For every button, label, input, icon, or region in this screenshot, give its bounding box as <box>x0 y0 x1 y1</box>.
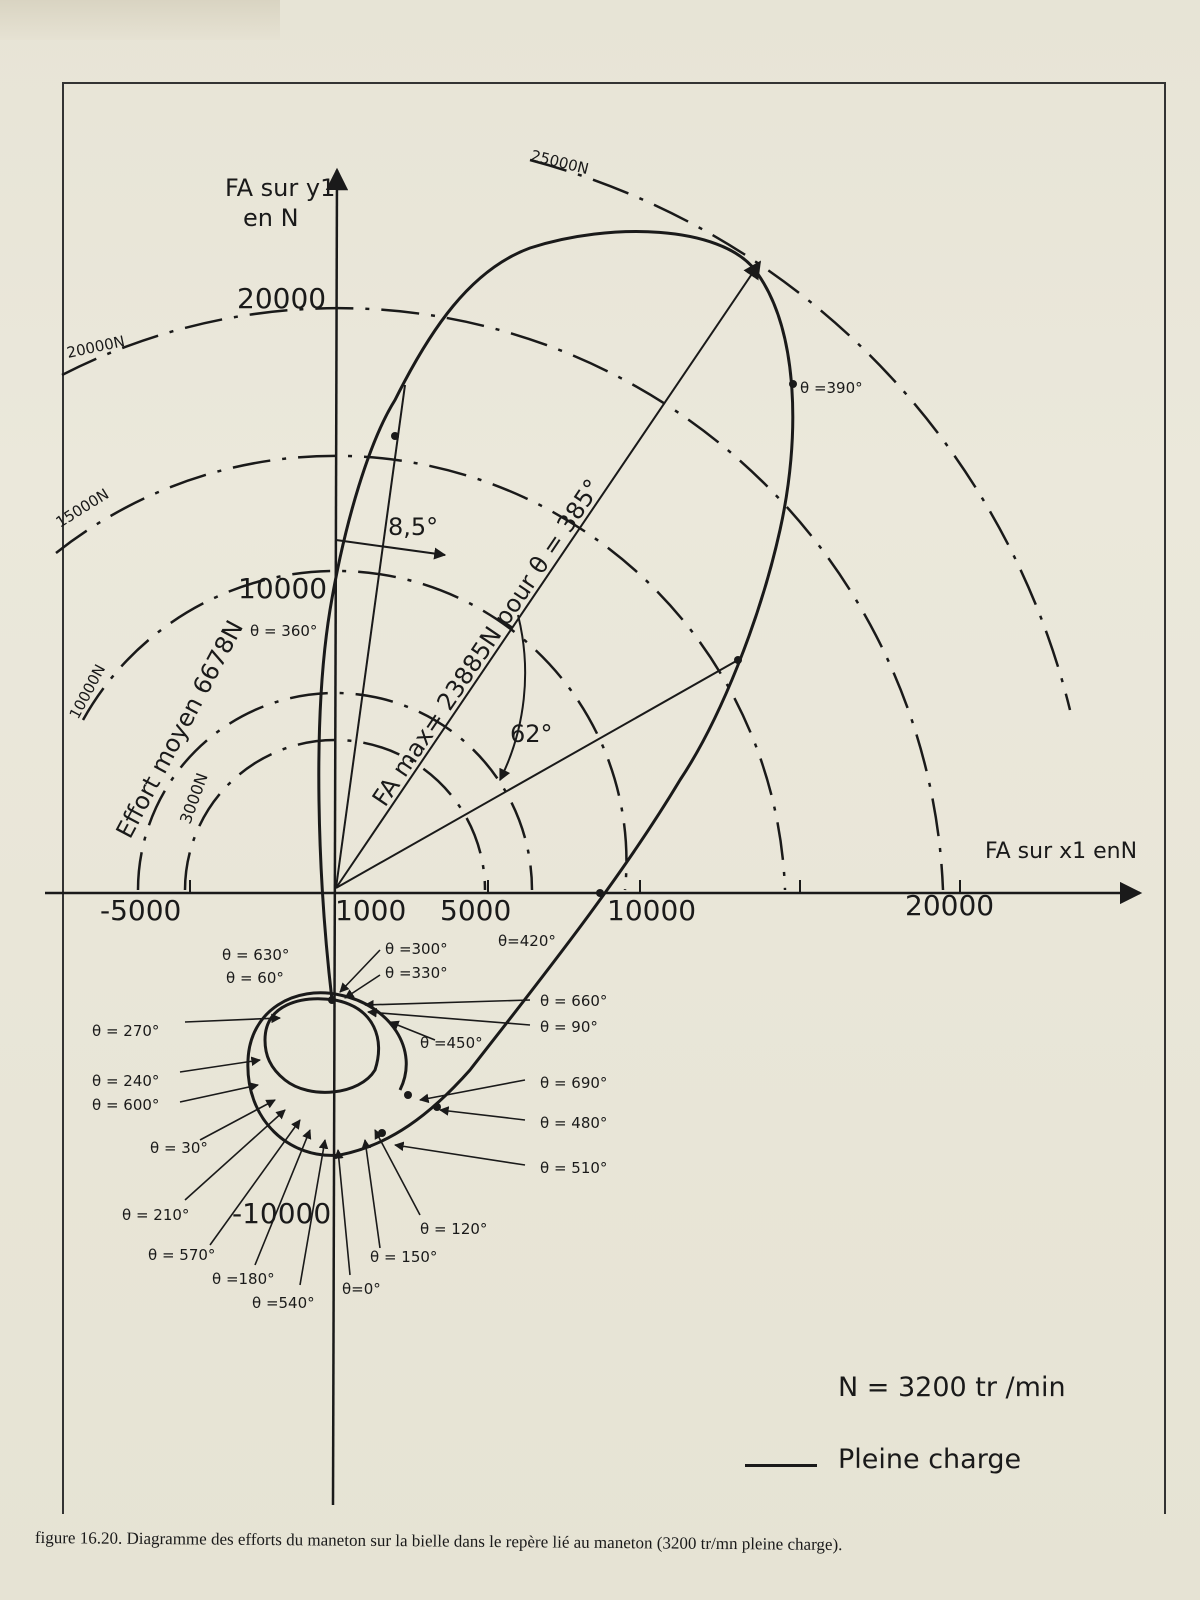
vector-85 <box>335 384 406 889</box>
circle-3000 <box>183 738 487 891</box>
legend-label: Pleine charge <box>838 1444 1022 1475</box>
circle-label-25000: 25000N <box>529 146 591 178</box>
theta-60: θ = 60° <box>226 969 284 987</box>
angle-62-label: 62° <box>510 720 553 748</box>
theta-360: θ = 360° <box>250 622 317 640</box>
x-tick-20000: 20000 <box>905 889 994 922</box>
x-tick-10000: 10000 <box>607 894 696 927</box>
theta-630: θ = 630° <box>222 946 289 964</box>
theta-480: θ = 480° <box>540 1114 607 1132</box>
theta-120: θ = 120° <box>420 1220 487 1238</box>
theta-leaders <box>179 949 531 1286</box>
theta-90: θ = 90° <box>540 1018 598 1036</box>
y-axis <box>325 167 349 1506</box>
y-axis-unit: en N <box>243 204 299 232</box>
theta-210: θ = 210° <box>122 1206 189 1224</box>
circle-label-15000: 15000N <box>53 485 113 532</box>
iso-force-circles <box>55 158 1072 891</box>
circle-25000 <box>529 158 1072 711</box>
theta-270: θ = 270° <box>92 1022 159 1040</box>
speed-legend: N = 3200 tr /min <box>838 1372 1066 1403</box>
x-ticks <box>189 880 961 893</box>
x-axis-label: FA sur x1 enN <box>985 839 1137 864</box>
legend-line-sample <box>745 1464 817 1467</box>
x-tick-1000: 1000 <box>335 894 406 927</box>
theta-660: θ = 660° <box>540 992 607 1010</box>
circle-10000 <box>81 569 628 891</box>
theta-300: θ =300° <box>385 940 448 958</box>
theta-420: θ=420° <box>498 932 556 950</box>
polar-inner-loop <box>263 997 381 1094</box>
angle-62-arc <box>499 614 527 782</box>
theta-510: θ = 510° <box>540 1159 607 1177</box>
theta-240: θ = 240° <box>92 1072 159 1090</box>
circle-15000 <box>55 454 787 891</box>
theta-600: θ = 600° <box>92 1096 159 1114</box>
theta-450: θ =450° <box>420 1034 483 1052</box>
theta-150: θ = 150° <box>370 1248 437 1266</box>
theta-540: θ =540° <box>252 1294 315 1312</box>
theta-570: θ = 570° <box>148 1246 215 1264</box>
theta-0: θ=0° <box>342 1280 381 1298</box>
theta-30: θ = 30° <box>150 1139 208 1157</box>
theta-180: θ =180° <box>212 1270 275 1288</box>
theta-330: θ =330° <box>385 964 448 982</box>
polar-force-curve <box>246 230 795 1157</box>
circle-effort-moyen <box>136 691 534 891</box>
figure-frame <box>62 82 1166 1514</box>
paper-scrap <box>0 0 280 40</box>
angle-85-label: 8,5° <box>388 513 438 541</box>
fmax-vector <box>335 260 762 889</box>
circle-20000 <box>61 306 945 891</box>
theta-labels: θ = 360° θ =390° θ=420° θ = 630° θ = 60°… <box>92 379 863 1312</box>
y-tick--10000: -10000 <box>232 1197 331 1230</box>
vector-62 <box>335 659 739 889</box>
circle-label-20000: 20000N <box>65 332 126 362</box>
y-tick-10000: 10000 <box>238 572 327 605</box>
y-tick-20000: 20000 <box>237 282 326 315</box>
angle-85-bar <box>335 539 447 560</box>
theta-390: θ =390° <box>800 379 863 397</box>
x-tick-5000: 5000 <box>440 894 511 927</box>
theta-690: θ = 690° <box>540 1074 607 1092</box>
circle-label-3000: 3000N <box>176 770 212 826</box>
x-tick--5000: -5000 <box>100 894 181 927</box>
y-axis-label: FA sur y1 <box>225 174 335 202</box>
